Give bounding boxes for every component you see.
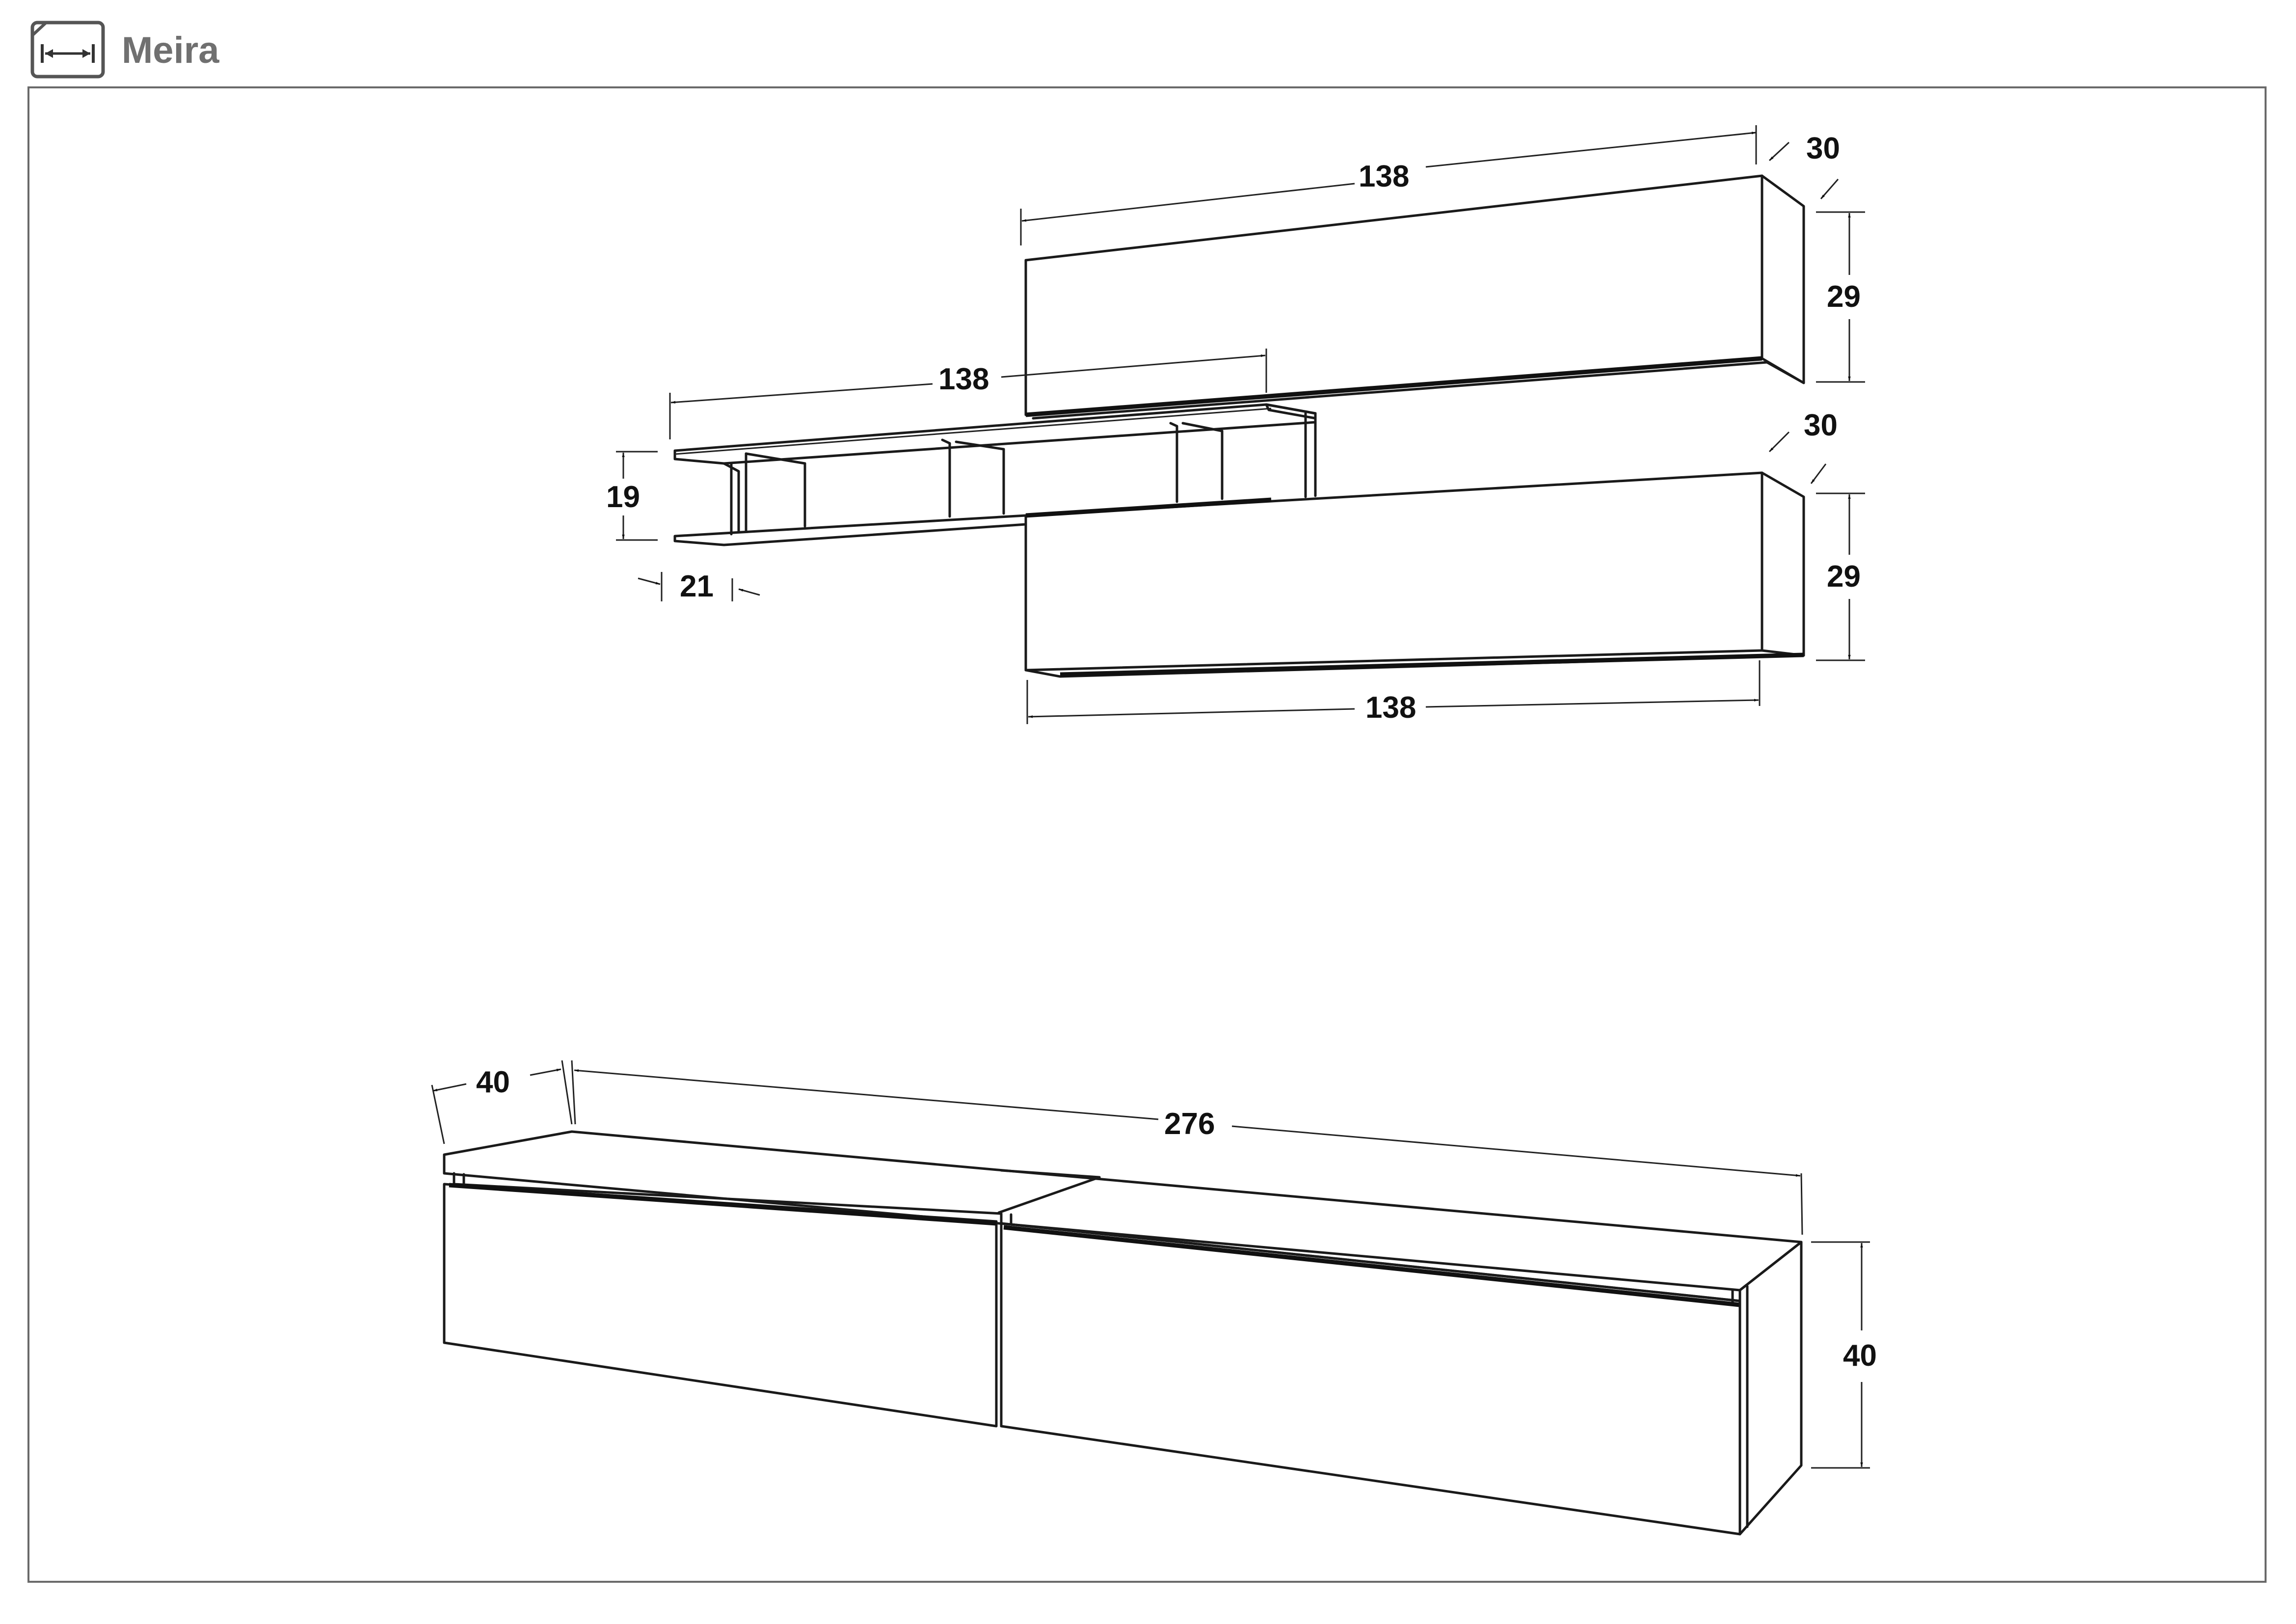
shelf-depth-label: 21 [680,569,714,603]
middle-cabinet-height-label: 29 [1827,560,1861,594]
open-shelf-unit [673,403,1317,546]
dimensions-icon [30,21,105,79]
middle-cabinet-depth-label: 30 [1804,408,1838,442]
shelf-width-label: 138 [938,362,989,396]
middle-cabinet-width-label: 138 [1365,691,1416,725]
dimension-lines [431,125,1870,1469]
upper-cabinet-height-label: 29 [1827,280,1861,314]
tv-unit-depth-label: 40 [476,1065,510,1099]
upper-cabinet-width-label: 138 [1359,160,1409,193]
middle-wall-cabinet [1024,471,1805,678]
upper-wall-cabinet [1024,174,1805,420]
header: Meira [0,0,2296,83]
shelf-height-label: 19 [606,480,640,514]
tv-unit-width-label: 276 [1164,1107,1215,1141]
product-title: Meira [122,29,219,71]
upper-cabinet-depth-label: 30 [1806,132,1840,165]
tv-unit [443,1130,1803,1536]
drawing-frame [27,86,2267,1583]
tv-unit-height-label: 40 [1843,1339,1877,1373]
